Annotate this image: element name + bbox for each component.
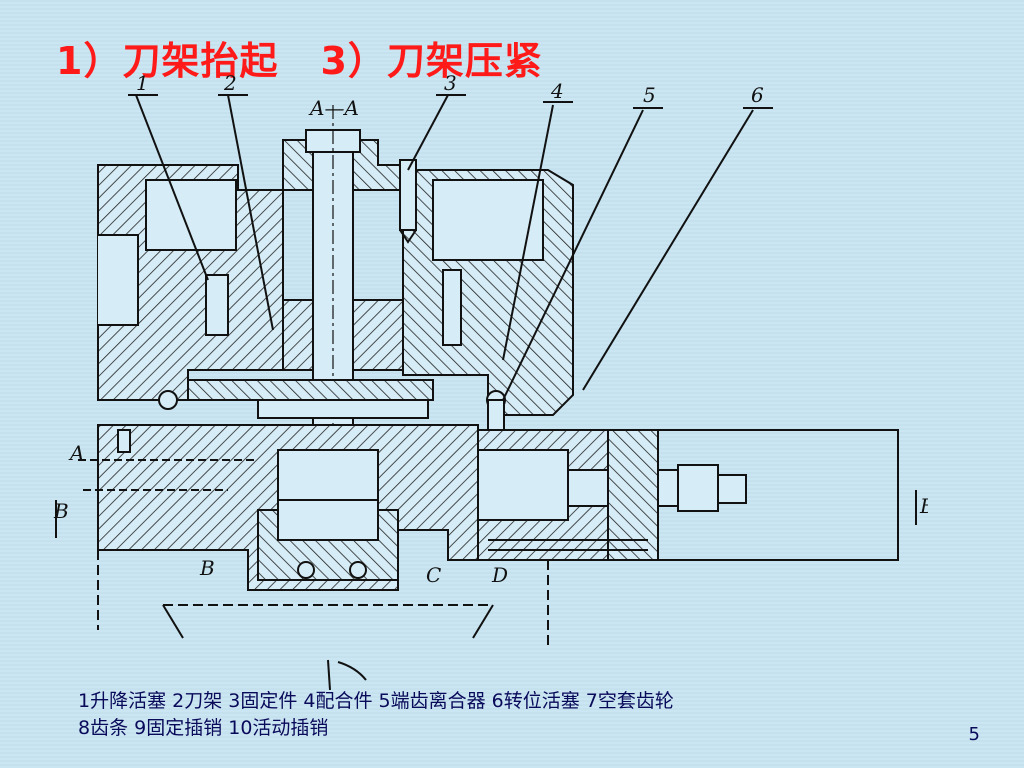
- lift-piston: [282, 299, 314, 371]
- sleeve-gear: [277, 499, 379, 541]
- clutch-plate: [187, 379, 434, 401]
- cylinder-wall: [607, 429, 659, 561]
- page-number: 5: [968, 724, 980, 745]
- piston-nut: [677, 464, 719, 512]
- callout-1: 1: [136, 71, 149, 95]
- slide-title: 1）刀架抬起 3）刀架压紧: [56, 30, 543, 85]
- label-b-right: B: [919, 494, 928, 518]
- piston-rod-end: [717, 474, 747, 504]
- lift-piston-right: [352, 299, 404, 371]
- callout-2: 2: [223, 71, 237, 95]
- tool-turret-section-drawing: A—A 1 2 3 4 5 6 A B B C D B: [53, 71, 928, 690]
- callout-4: 4: [550, 79, 564, 103]
- callout-3: 3: [444, 71, 457, 95]
- title-part-clamp: 3）刀架压紧: [320, 39, 543, 83]
- clutch-disc: [257, 399, 429, 419]
- callout-5: 5: [643, 83, 656, 107]
- caption-line-2: 8齿条 9固定插销 10活动插销: [78, 717, 329, 739]
- parts-caption: 1升降活塞 2刀架 3固定件 4配合件 5端齿离合器 6转位活塞 7空套齿轮 8…: [78, 688, 898, 742]
- indexing-piston: [477, 449, 569, 521]
- fixed-pin: [205, 274, 229, 336]
- caption-line-1: 1升降活塞 2刀架 3固定件 4配合件 5端齿离合器 6转位活塞 7空套齿轮: [78, 690, 674, 712]
- label-b-bottom: B: [199, 556, 215, 580]
- locating-pin-top: [399, 159, 417, 231]
- movable-pin: [442, 269, 462, 346]
- label-c-bottom: C: [426, 563, 441, 587]
- title-part-lift: 1）刀架抬起: [56, 39, 279, 83]
- label-a-left: A: [68, 441, 84, 465]
- callout-6: 6: [751, 83, 764, 107]
- label-b-left: B: [53, 499, 69, 523]
- section-label: A—A: [308, 96, 359, 120]
- upper-cavity-left: [145, 179, 237, 251]
- tool-holder-side: [98, 234, 139, 326]
- label-d-bottom: D: [491, 563, 508, 587]
- upper-cavity-right: [432, 179, 544, 261]
